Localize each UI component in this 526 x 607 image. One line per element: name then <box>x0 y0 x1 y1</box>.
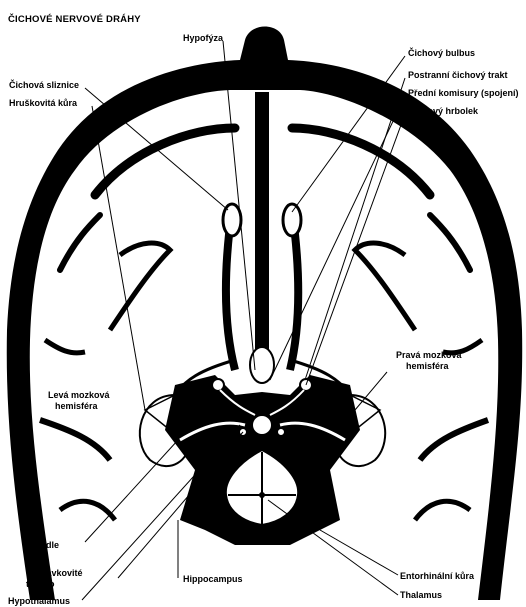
label-cichovy-bulbus: Čichový bulbus <box>408 48 475 58</box>
label-prava-hemisfera-2: hemisféra <box>406 361 449 371</box>
label-leva-hemisfera-1: Levá mozková <box>48 390 110 400</box>
label-cichova-sliznice: Čichová sliznice <box>9 80 79 90</box>
label-postranni-trakt: Postranní čichový trakt <box>408 70 508 80</box>
nucleus-left <box>212 379 224 391</box>
label-hippocampus: Hippocampus <box>183 574 243 584</box>
nucleus-c2 <box>277 428 285 436</box>
label-mandle: Mandle <box>28 540 59 550</box>
label-predni-komisury: Přední komisury (spojení) <box>408 88 519 98</box>
label-hypofyza: Hypofýza <box>183 33 223 43</box>
label-bradavkovite-2: tělísko <box>26 579 55 589</box>
label-bradavkovite-1: Bradavkovité <box>26 568 83 578</box>
thalamus-dot <box>259 492 265 498</box>
olfactory-bulb-right <box>283 204 301 236</box>
diagram-title: ČICHOVÉ NERVOVÉ DRÁHY <box>8 15 141 25</box>
nucleus-c3 <box>252 415 272 435</box>
label-entorhinalni-kura: Entorhinální kůra <box>400 571 474 581</box>
label-prava-hemisfera-1: Pravá mozková <box>396 350 462 360</box>
label-hruskovita-kura: Hruškovitá kůra <box>9 98 77 108</box>
label-cichovy-hrbolek: Čichový hrbolek <box>408 106 478 116</box>
label-hypothalamus: Hypothalamus <box>8 596 70 606</box>
olfactory-bulb-left <box>223 204 241 236</box>
label-leva-hemisfera-2: hemisféra <box>55 401 98 411</box>
label-thalamus: Thalamus <box>400 590 442 600</box>
